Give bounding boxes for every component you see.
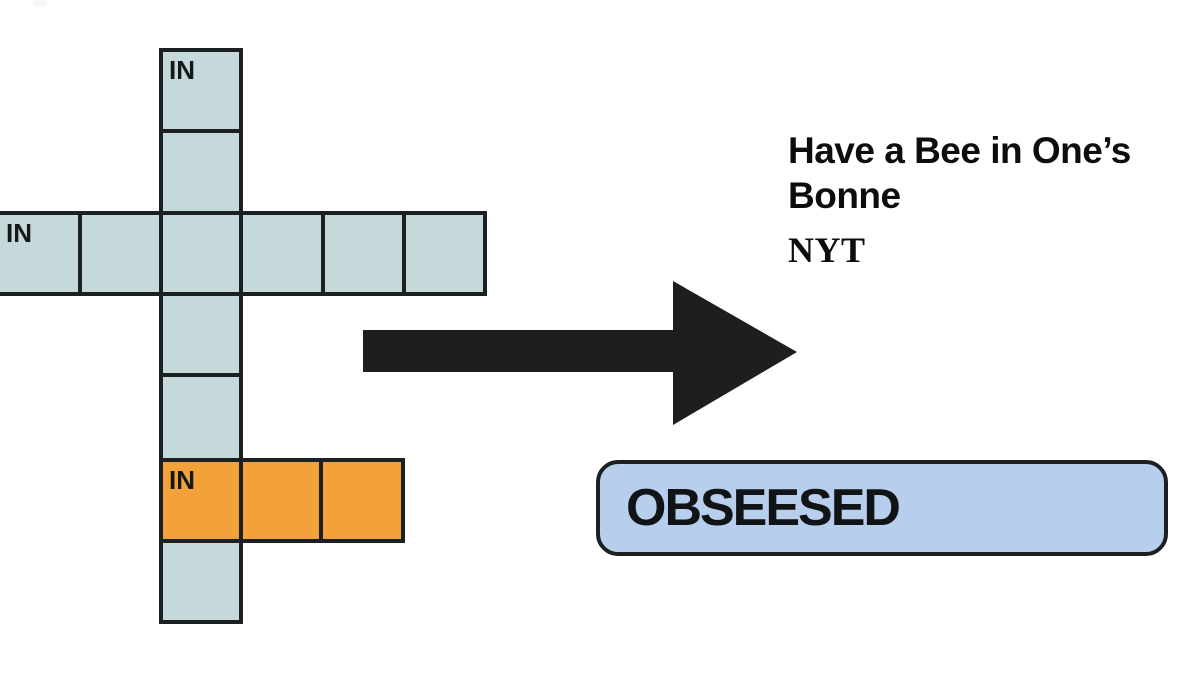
answer-text: OBSEESED: [626, 479, 901, 537]
crossword-cell: [159, 211, 243, 296]
arrow-right-icon: [363, 281, 797, 425]
artifact-smudge: [33, 0, 47, 7]
clue-line-1: Have a Bee in One’s: [788, 130, 1131, 171]
crossword-cell: [78, 211, 163, 296]
arrow-shape: [363, 281, 797, 425]
answer-box: OBSEESED: [596, 460, 1168, 556]
crossword-cell: [159, 373, 243, 462]
cell-label: IN: [6, 218, 32, 248]
crossword-cell: [239, 458, 323, 543]
clue-block: Have a Bee in One’s Bonne NYT: [788, 128, 1188, 268]
crossword-cell: [239, 211, 325, 296]
crossword-cell: [159, 292, 243, 377]
crossword-cell: IN: [159, 458, 243, 543]
crossword-cell: IN: [159, 48, 243, 133]
crossword-cell: [402, 211, 487, 296]
crossword-cell: [159, 129, 243, 215]
crossword-cell: IN: [0, 211, 82, 296]
clue-line-2: Bonne: [788, 175, 901, 216]
crossword-cell: [159, 539, 243, 624]
clue-source: NYT: [788, 230, 866, 270]
crossword-cell: [319, 458, 405, 543]
cell-label: IN: [169, 55, 195, 85]
cell-label: IN: [169, 465, 195, 495]
